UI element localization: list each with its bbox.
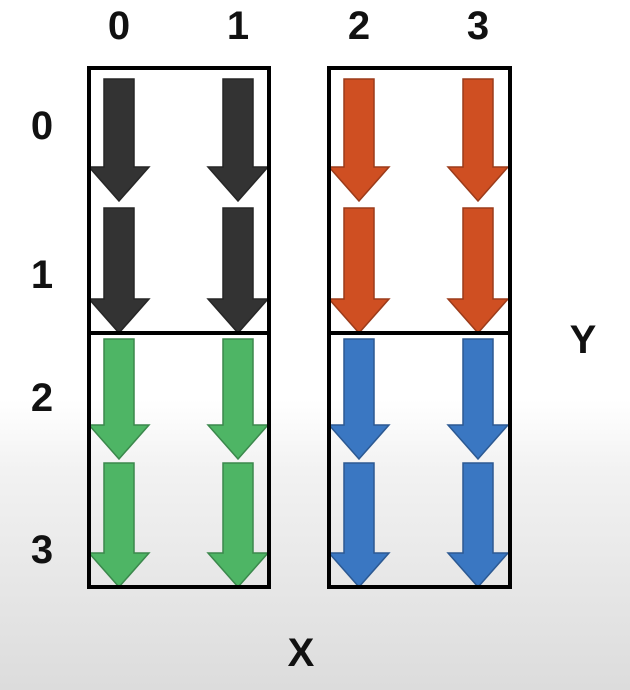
column-label-3: 3: [466, 4, 490, 48]
arrow-layer: [87, 78, 510, 589]
left-column-frame: [87, 66, 271, 589]
down-arrow-icon: [446, 462, 510, 589]
down-arrow-icon: [446, 207, 510, 335]
column-label-2: 2: [347, 4, 371, 48]
row-label-2: 2: [30, 376, 54, 420]
row-label-0: 0: [30, 104, 54, 148]
down-arrow-icon: [206, 338, 270, 461]
right-column-frame: [327, 66, 512, 589]
down-arrow-icon: [206, 462, 270, 589]
column-label-0: 0: [107, 4, 131, 48]
down-arrow-icon: [87, 207, 151, 335]
y-axis-label: Y: [569, 318, 597, 362]
down-arrow-icon: [206, 78, 270, 203]
down-arrow-icon: [206, 207, 270, 335]
down-arrow-icon: [446, 338, 510, 461]
down-arrow-icon: [327, 78, 391, 203]
row-label-1: 1: [30, 253, 54, 297]
row-label-3: 3: [30, 528, 54, 572]
down-arrow-icon: [327, 462, 391, 589]
down-arrow-icon: [446, 78, 510, 203]
down-arrow-icon: [327, 338, 391, 461]
column-label-1: 1: [226, 4, 250, 48]
down-arrow-icon: [87, 78, 151, 203]
down-arrow-icon: [87, 462, 151, 589]
down-arrow-icon: [327, 207, 391, 335]
x-axis-label: X: [287, 631, 315, 675]
frame-layer: [87, 66, 512, 589]
down-arrow-icon: [87, 338, 151, 461]
